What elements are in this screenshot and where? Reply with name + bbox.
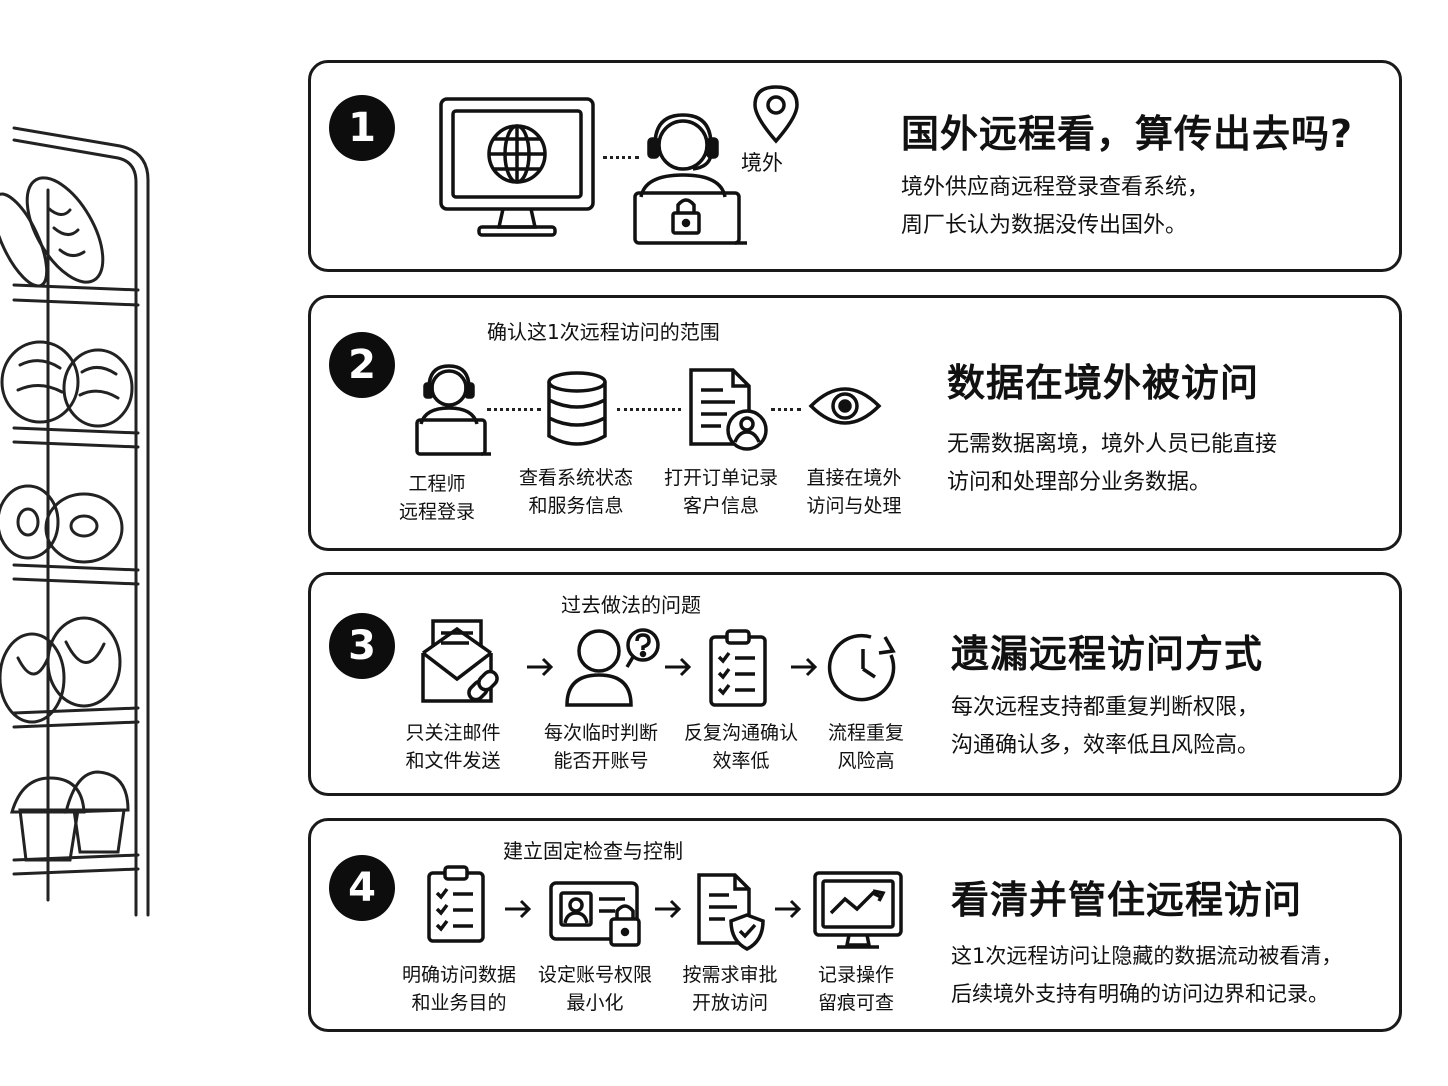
step-number-badge: 1 xyxy=(329,95,395,161)
location-label: 境外 xyxy=(741,151,783,175)
arrow-right-icon xyxy=(665,657,692,677)
section-title: 国外远程看，算传出去吗? xyxy=(901,112,1354,156)
step-label: 明确访问数据 和业务目的 xyxy=(401,964,516,1014)
connector-dots xyxy=(617,408,681,411)
step-label: 流程重复 风险高 xyxy=(827,722,904,772)
arrow-right-icon xyxy=(791,657,818,677)
step-number-badge: 2 xyxy=(329,332,395,398)
clipboard-checklist-icon xyxy=(427,865,485,943)
section-title: 遗漏远程访问方式 xyxy=(951,632,1264,676)
person-question-icon xyxy=(565,628,660,707)
clipboard-checklist-icon xyxy=(709,629,767,707)
step-number-badge: 4 xyxy=(329,855,395,921)
section-description: 每次远程支持都重复判断权限， 沟通确认多，效率低且风险高。 xyxy=(951,695,1260,758)
engineer-laptop-icon xyxy=(415,364,491,456)
connector-dots xyxy=(487,408,541,411)
step-number-badge: 3 xyxy=(329,613,395,679)
arrow-right-icon xyxy=(505,899,532,919)
database-icon xyxy=(547,371,607,446)
location-pin-icon xyxy=(753,85,799,144)
section-description: 境外供应商远程登录查看系统， 周厂长认为数据没传出国外。 xyxy=(901,175,1210,238)
step-label: 查看系统状态 和服务信息 xyxy=(518,467,633,517)
eye-icon xyxy=(808,387,882,425)
connector-dots xyxy=(771,408,801,411)
arrow-right-icon xyxy=(775,899,802,919)
step-label: 每次临时判断 能否开账号 xyxy=(543,722,658,772)
section-card-2: 2 确认这1次远程访问的范围 xyxy=(308,295,1402,551)
section-description: 这1次远程访问让隐藏的数据流动被看清， 后续境外支持有明确的访问边界和记录。 xyxy=(951,944,1343,1006)
id-card-lock-icon xyxy=(549,881,641,947)
step-label: 按需求审批 开放访问 xyxy=(682,964,778,1014)
clock-cycle-icon xyxy=(827,633,896,702)
step-label: 记录操作 留痕可查 xyxy=(817,964,894,1014)
engineer-laptop-lock-icon xyxy=(633,113,747,245)
monitor-globe-icon xyxy=(439,97,595,237)
flow-title: 建立固定检查与控制 xyxy=(503,839,683,863)
section-title: 数据在境外被访问 xyxy=(947,361,1260,405)
bakery-shelf-illustration xyxy=(0,126,150,917)
step-label: 反复沟通确认 效率低 xyxy=(683,722,798,772)
monitor-chart-icon xyxy=(813,871,903,949)
document-shield-icon xyxy=(697,873,765,951)
step-label: 设定账号权限 最小化 xyxy=(537,964,652,1014)
flow-title: 确认这1次远程访问的范围 xyxy=(487,320,720,344)
section-card-1: 1 xyxy=(308,60,1402,272)
section-description: 无需数据离境，境外人员已能直接 访问和处理部分业务数据。 xyxy=(947,432,1278,495)
section-card-4: 4 建立固定检查与控制 xyxy=(308,818,1402,1032)
arrow-right-icon xyxy=(527,657,554,677)
flow-title: 过去做法的问题 xyxy=(561,593,701,617)
document-user-icon xyxy=(689,368,768,451)
arrow-right-icon xyxy=(655,899,682,919)
step-label: 只关注邮件 和文件发送 xyxy=(405,722,501,772)
step-label: 直接在境外 访问与处理 xyxy=(806,467,902,517)
connector-dots xyxy=(603,156,639,159)
step-label: 打开订单记录 客户信息 xyxy=(663,467,778,517)
step-label: 工程师 远程登录 xyxy=(398,473,475,523)
mail-link-icon xyxy=(421,619,499,703)
section-card-3: 3 过去做法的问题 xyxy=(308,572,1402,796)
section-title: 看清并管住远程访问 xyxy=(951,878,1303,922)
